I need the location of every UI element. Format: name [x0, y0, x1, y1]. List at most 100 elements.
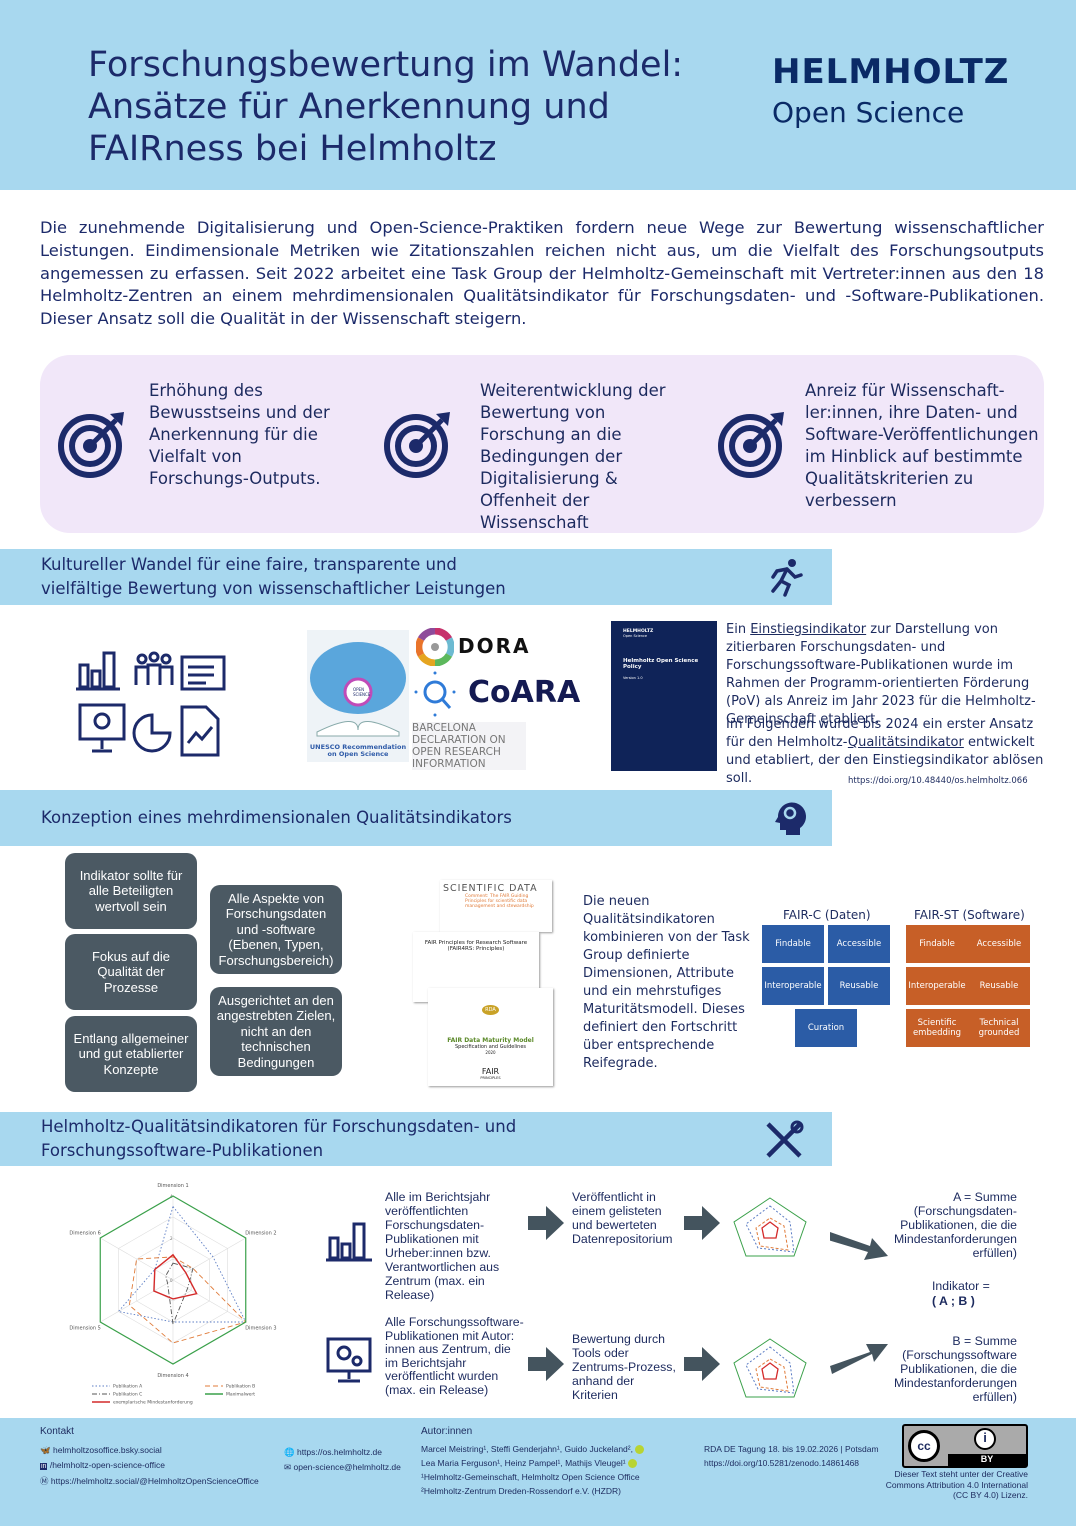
- principle-box: Alle Aspekte von Forschungsdaten und -so…: [210, 885, 342, 974]
- target-icon: [718, 412, 784, 478]
- linkedin-icon: in: [40, 1463, 48, 1470]
- affiliation-2: ²Helmholtz-Zentrum Dreden-Rossendorf e.V…: [421, 1486, 621, 1496]
- policy-doi-link[interactable]: https://doi.org/10.48440/os.helmholtz.06…: [848, 776, 1028, 786]
- orcid-icon: [634, 1445, 644, 1455]
- authors-text: Marcel Meistring¹, Steffi Genderjahn¹, G…: [421, 1444, 633, 1454]
- section-title-line: vielfältige Bewertung von wissenschaftli…: [41, 579, 506, 598]
- radar-series-maximalwert: [99, 1195, 247, 1365]
- orcid-icon: [627, 1459, 637, 1469]
- authors-line: Marcel Meistring¹, Steffi Genderjahn¹, G…: [421, 1444, 644, 1455]
- principle-box: Fokus auf die Qualität der Prozesse: [65, 934, 197, 1010]
- bluesky-link[interactable]: 🦋 helmholtzosoffice.bsky.social: [40, 1445, 162, 1456]
- target-icon: [384, 412, 450, 478]
- section-bar-quality-indicators: Helmholtz-Qualitätsindikatoren für Forsc…: [0, 1112, 832, 1166]
- open-science-logo-text: Open Science: [772, 96, 965, 129]
- section-title-line: Forschungssoftware-Publikationen: [41, 1141, 324, 1160]
- policy-brand-sub: Open Science: [623, 634, 648, 638]
- by-label: BY: [948, 1454, 1026, 1466]
- goal-2: Weiterentwicklung der Bewertung von Fors…: [480, 381, 666, 532]
- head-gear-icon: [775, 802, 806, 835]
- dora-logo-text: DORA: [458, 634, 531, 658]
- globe-book-illustration: [310, 642, 406, 737]
- radar-axis-label: Dimension 5: [69, 1325, 100, 1331]
- mastodon-icon: Ⓜ: [40, 1476, 49, 1486]
- contact-label: Kontakt: [40, 1426, 74, 1437]
- unesco-image: OPEN SCIENCE UNESCO Recommendation on Op…: [307, 630, 409, 762]
- section-title-line: Kultureller Wandel für eine faire, trans…: [41, 555, 457, 574]
- legend-label: Publikation B: [226, 1384, 255, 1390]
- arrow-up-right-icon: [830, 1344, 888, 1374]
- barcelona-declaration-logo: BARCELONA DECLARATION ON OPEN RESEARCH I…: [412, 722, 526, 770]
- section-title: Konzeption eines mehrdimensionalen Quali…: [41, 808, 512, 827]
- policy-version: Version 1.0: [623, 676, 643, 680]
- radar-axis: [172, 1279, 246, 1323]
- text: Im Folgenden wurde bis 2024 ein erster A…: [726, 717, 1034, 750]
- analytics-icons-cluster: [76, 651, 226, 757]
- fair-maturity-model-paper: RDA FAIR Data Maturity Model Specificati…: [428, 988, 553, 1086]
- fair-c-findable: Findable: [762, 925, 824, 963]
- einstiegsindikator-link[interactable]: Einstiegsindikator: [750, 622, 867, 637]
- radar-axis-label: Dimension 2: [245, 1231, 276, 1237]
- arrow-right-icon: [528, 1206, 564, 1240]
- fair-st-reusable: Reusable: [968, 967, 1030, 1005]
- fair-st-findable: Findable: [906, 925, 968, 963]
- fair-st-technical-grounded: Technical grounded: [968, 1009, 1030, 1047]
- mastodon-text: https://helmholtz.social/@HelmholtzOpenS…: [50, 1476, 259, 1486]
- cc-icon: cc: [908, 1430, 940, 1462]
- fair-c-interoperable: Interoperable: [762, 967, 824, 1005]
- radar-tick-label: 0: [170, 1278, 173, 1283]
- authors-text: Lea Maria Ferguson¹, Heinz Pampel¹, Math…: [421, 1458, 626, 1468]
- zenodo-doi-link[interactable]: https://doi.org/10.5281/zenodo.14861468: [704, 1458, 860, 1468]
- bluesky-text: helmholtzosoffice.bsky.social: [52, 1445, 162, 1455]
- dora-logo-icon: [416, 628, 454, 666]
- email-link[interactable]: ✉ open-science@helmholtz.de: [284, 1462, 401, 1473]
- sum-a-definition: A = Summe (Forschungsdaten-Publikationen…: [893, 1190, 1017, 1260]
- indicator-label: Indikator =: [932, 1279, 990, 1293]
- policy-title: Helmholtz Open Science Policy: [623, 658, 699, 670]
- target-icon: [58, 412, 124, 478]
- bluesky-icon: 🦋: [40, 1445, 51, 1455]
- section-bar-conception: Konzeption eines mehrdimensionalen Quali…: [0, 790, 832, 846]
- mini-pentagon-radar: [733, 1197, 807, 1257]
- license-text: Dieser Text steht unter der Creative Com…: [885, 1469, 1028, 1500]
- fair-st-interoperable: Interoperable: [906, 967, 968, 1005]
- coara-logo-icon: [414, 671, 456, 717]
- linkedin-link[interactable]: in /helmholtz-open-science-office: [40, 1460, 165, 1470]
- arrow-right-icon: [684, 1206, 720, 1240]
- intro-text: Die zunehmende Digitalisierung und Open-…: [40, 218, 1044, 329]
- radar-axis: [100, 1279, 174, 1323]
- radar-series-publikation-b: [128, 1256, 247, 1344]
- arrow-right-icon: [528, 1347, 564, 1381]
- coara-logo-text: CoARA: [468, 675, 581, 710]
- radar-series-exemplarische-mindestanforderung: [153, 1253, 198, 1300]
- goal-1: Erhöhung des Bewusstseins und der Anerke…: [149, 381, 330, 488]
- open-science-policy-cover: HELMHOLTZ Open Science Helmholtz Open Sc…: [611, 621, 717, 771]
- mastodon-link[interactable]: Ⓜ https://helmholtz.social/@HelmholtzOpe…: [40, 1475, 259, 1487]
- fair-logo-sub: PRINCIPLES: [480, 1076, 501, 1080]
- policy-brand: HELMHOLTZ: [623, 629, 654, 634]
- text: zur Darstellung von zitierbaren Forschun…: [726, 622, 1036, 727]
- radar-series-publikation-c: [165, 1262, 194, 1326]
- indicator-formula: ( A ; B ): [932, 1294, 975, 1308]
- arrow-down-right-icon: [830, 1232, 888, 1260]
- attribution-icon: i: [974, 1428, 996, 1450]
- unesco-center-text: OPEN SCIENCE: [353, 687, 371, 697]
- paper-subtitle: Specification and Guidelines: [455, 1044, 526, 1050]
- section-title-line: Helmholtz-Qualitätsindikatoren für Forsc…: [41, 1117, 517, 1136]
- website-text: https://os.helmholtz.de: [296, 1447, 383, 1457]
- paper-title: SCIENTIFIC DATA: [443, 883, 538, 894]
- qualitaetsindikator-link[interactable]: Qualitätsindikator: [847, 735, 964, 750]
- radar-axis-label: Dimension 3: [245, 1325, 276, 1331]
- flow-repository: Veröffentlicht in einem gelisteten und b…: [572, 1190, 673, 1246]
- paper-title: FAIR Principles for Research Software (F…: [424, 940, 528, 952]
- cc-by-badge: cc i BY: [902, 1424, 1028, 1468]
- text: entwickelt und etabliert, der den Einsti…: [726, 735, 1044, 786]
- email-text: open-science@helmholtz.de: [293, 1462, 401, 1472]
- website-link[interactable]: 🌐 https://os.helmholtz.de: [284, 1447, 382, 1458]
- radar-series-publikation-a: [117, 1205, 247, 1323]
- flow-data-publications: Alle im Berichtsjahr veröffentlichten Fo…: [385, 1190, 500, 1302]
- fair-st-scientific-embedding: Scientific embedding: [906, 1009, 968, 1047]
- footer: Kontakt 🦋 helmholtzosoffice.bsky.social …: [0, 1418, 1076, 1526]
- monitor-gears-icon: [326, 1337, 372, 1383]
